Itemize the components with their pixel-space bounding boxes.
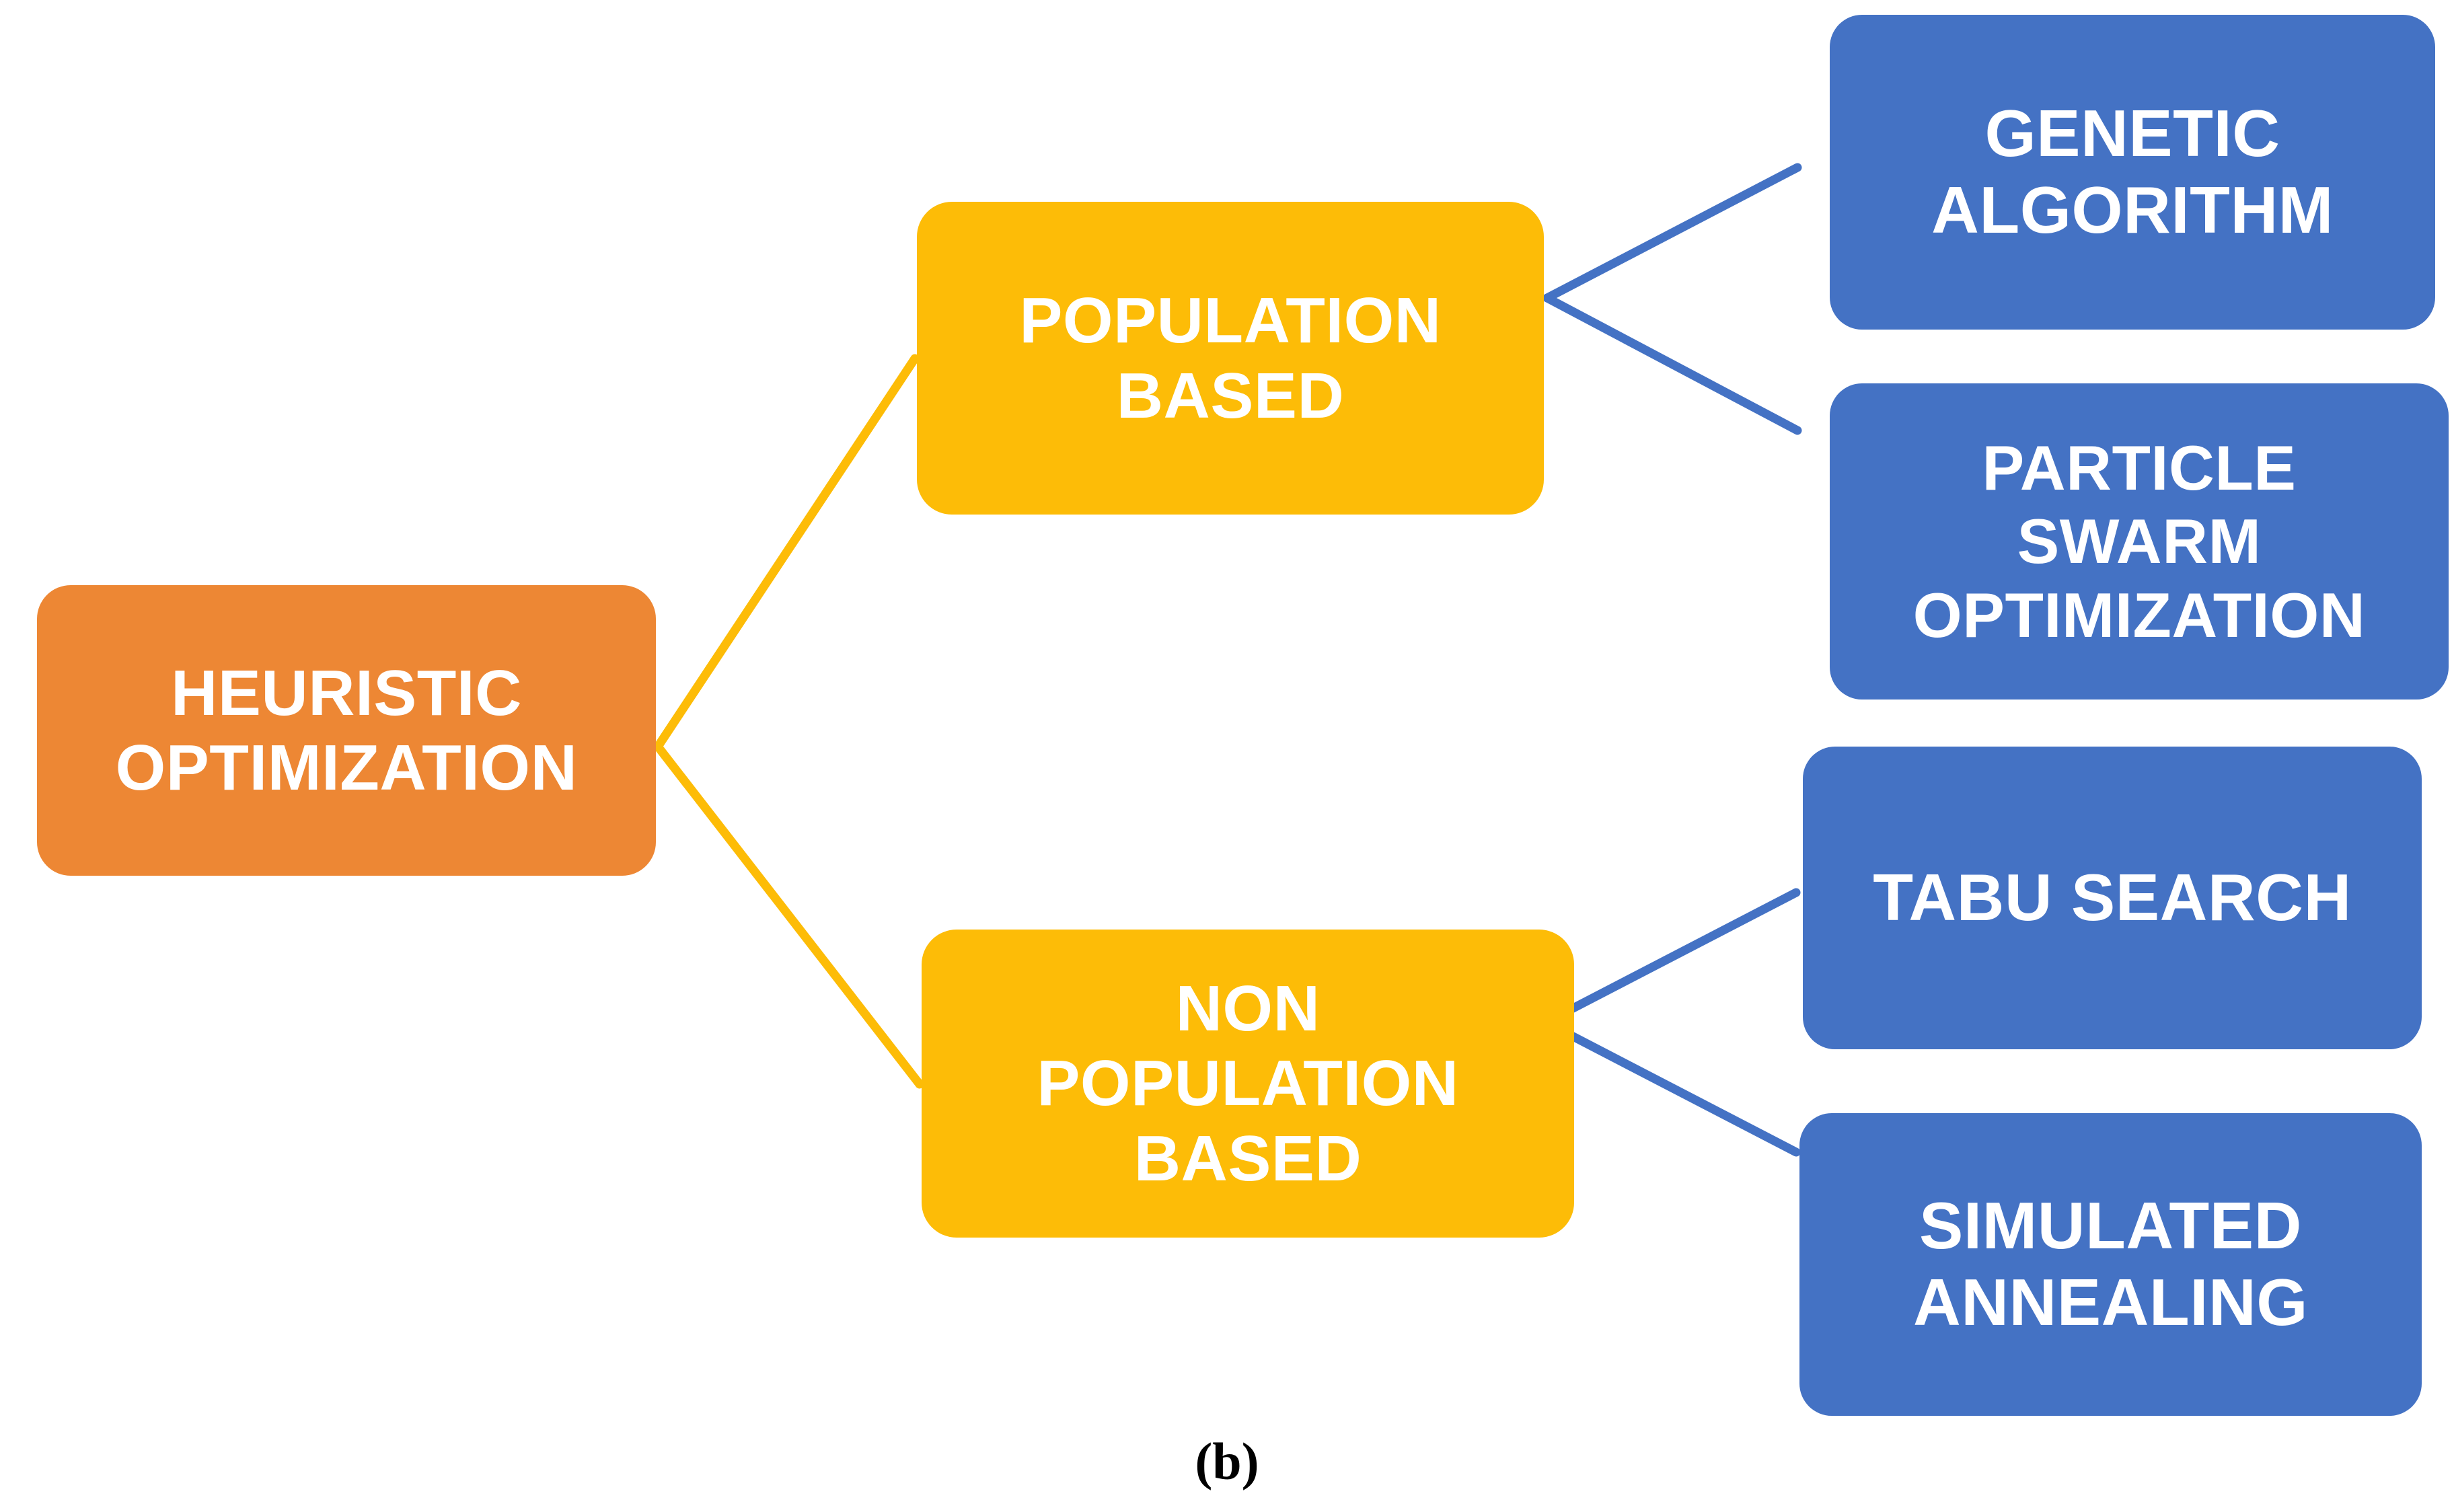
node-population-based[interactable]: POPULATION BASED [917,202,1544,515]
connector-non-population-to-leaves [1541,888,1801,1157]
node-heuristic-optimization[interactable]: HEURISTIC OPTIMIZATION [37,585,656,876]
connector-population-to-particle-swarm [1542,293,1802,435]
node-tabu-search[interactable]: TABU SEARCH [1803,747,2422,1049]
connector-root-to-branches [653,354,924,1089]
node-particle-swarm-optimization[interactable]: PARTICLE SWARM OPTIMIZATION [1830,383,2449,700]
node-non-population-based[interactable]: NON POPULATION BASED [922,930,1574,1238]
connector-non-population-to-simulated-annealing [1541,1018,1801,1157]
connector-non-population-to-tabu-search [1541,888,1801,1027]
connector-population-to-leaves [1542,163,1802,435]
connector-root-to-population-based [653,354,920,751]
connector-root-to-non-population-based [653,742,924,1089]
connector-population-to-genetic-algorithm [1542,163,1802,303]
node-genetic-algorithm[interactable]: GENETIC ALGORITHM [1830,15,2435,330]
figure-caption: (b) [1195,1432,1259,1490]
node-simulated-annealing[interactable]: SIMULATED ANNEALING [1799,1113,2422,1416]
